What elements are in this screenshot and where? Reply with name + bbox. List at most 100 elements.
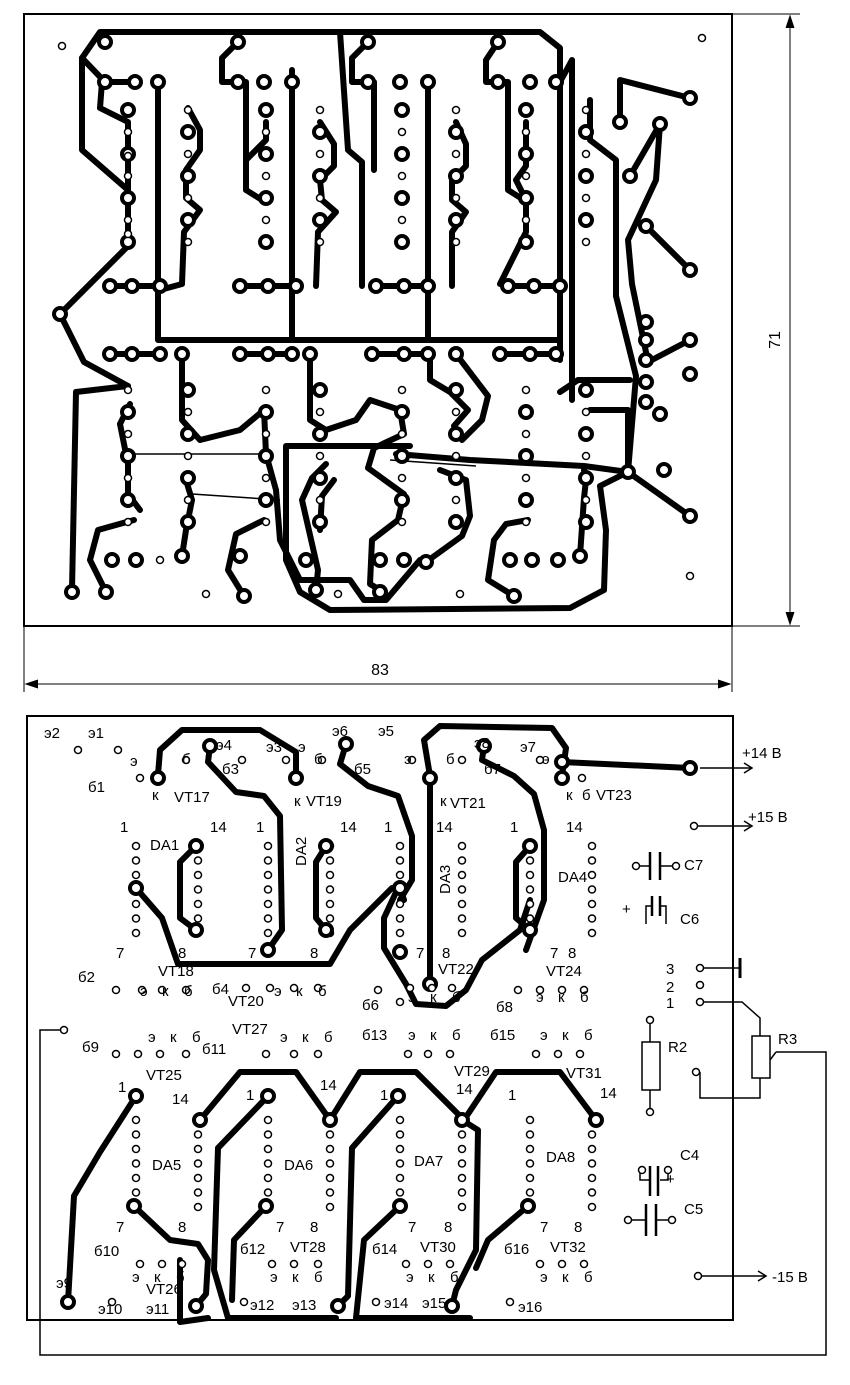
pad [263, 1188, 273, 1197]
pad [397, 473, 407, 483]
pad [396, 552, 412, 568]
c6-plus: + [622, 901, 631, 918]
pad [177, 1259, 187, 1269]
pad [445, 1259, 455, 1269]
pad [420, 278, 436, 294]
pad [401, 1259, 411, 1269]
pad [131, 870, 141, 880]
transistor-pin-letter: к [562, 1027, 569, 1044]
pad [52, 306, 68, 322]
pad [457, 1159, 467, 1168]
pad [261, 517, 271, 527]
pad [131, 1144, 141, 1154]
pad [638, 352, 654, 368]
pad [521, 385, 531, 395]
pad [553, 1049, 563, 1059]
pad [522, 346, 538, 362]
pad [447, 983, 457, 993]
chip-da6-pin8: 8 [310, 1219, 318, 1236]
pad [313, 1259, 323, 1269]
pad [123, 151, 133, 161]
pad [155, 555, 165, 565]
pad [638, 332, 654, 348]
pad [239, 1297, 249, 1307]
pad [548, 346, 564, 362]
pad [423, 1259, 433, 1269]
transistor-pin-letter: к [296, 983, 303, 1000]
pads-bottom [59, 736, 705, 1314]
chip-da4-pin7: 7 [550, 945, 558, 962]
vt32-label: VT32 [550, 1239, 586, 1256]
pad [124, 346, 140, 362]
pad [325, 885, 335, 894]
component-wiring [65, 723, 693, 1325]
pad [325, 899, 335, 909]
pad [587, 1188, 597, 1197]
pad [554, 754, 570, 770]
pad [535, 1259, 545, 1269]
chip-da2-label: DA2 [293, 837, 310, 866]
transistor-pin-letter: б [176, 1269, 185, 1286]
pad [236, 588, 252, 604]
pad [372, 552, 388, 568]
pad-b2: б2 [78, 969, 95, 986]
pad [581, 149, 591, 159]
pad [258, 234, 274, 250]
pad [113, 745, 123, 755]
pad [572, 548, 588, 564]
pad [451, 105, 461, 115]
component-outlines [628, 762, 777, 1282]
pad [180, 212, 196, 228]
pad [525, 1159, 535, 1168]
pad [330, 1298, 346, 1314]
pad [552, 278, 568, 294]
pad [325, 914, 335, 923]
pad [548, 74, 564, 90]
pad [395, 1159, 405, 1168]
pad [123, 385, 133, 395]
transistor-pin-letter: э [280, 1029, 288, 1046]
supply-plus15-label: +15 В [748, 809, 788, 826]
pad [123, 171, 133, 181]
pad [663, 1165, 673, 1175]
pad [338, 736, 354, 752]
pad [521, 171, 531, 181]
pad [476, 738, 492, 754]
transistor-pin-letter: к [162, 983, 169, 1000]
pad [152, 278, 168, 294]
pad [682, 760, 698, 776]
pad [263, 928, 273, 938]
transistor-pin-letter: к [154, 1269, 161, 1286]
pad [521, 473, 531, 483]
pad [284, 346, 300, 362]
board-outline-bottom [26, 715, 734, 1321]
pad [256, 74, 272, 90]
pad [102, 346, 118, 362]
pad [368, 278, 384, 294]
pad [317, 755, 327, 765]
pad [267, 1259, 277, 1269]
pad [554, 770, 570, 786]
dimension-height [732, 13, 800, 627]
pad [183, 451, 193, 461]
pad [392, 944, 408, 960]
pad-b15: б15 [490, 1027, 515, 1044]
pad [260, 942, 276, 958]
pad-b14: б14 [372, 1241, 397, 1258]
c4-label: C4 [680, 1147, 699, 1164]
chip-da7-pin8: 8 [444, 1219, 452, 1236]
pad [397, 215, 407, 225]
pad [325, 1173, 335, 1183]
pad [263, 1130, 273, 1139]
pad [263, 870, 273, 880]
transistor-pin-letter: б [314, 751, 323, 768]
pad [137, 985, 147, 995]
pad [525, 885, 535, 894]
transistor-pin-letter: э [542, 751, 550, 768]
transistor-pin-letter: б [324, 1029, 333, 1046]
chip-da4-pin1: 1 [510, 819, 518, 836]
pad [397, 385, 407, 395]
pad [120, 448, 136, 464]
pad-b10: б10 [94, 1243, 119, 1260]
pad [623, 1215, 633, 1225]
